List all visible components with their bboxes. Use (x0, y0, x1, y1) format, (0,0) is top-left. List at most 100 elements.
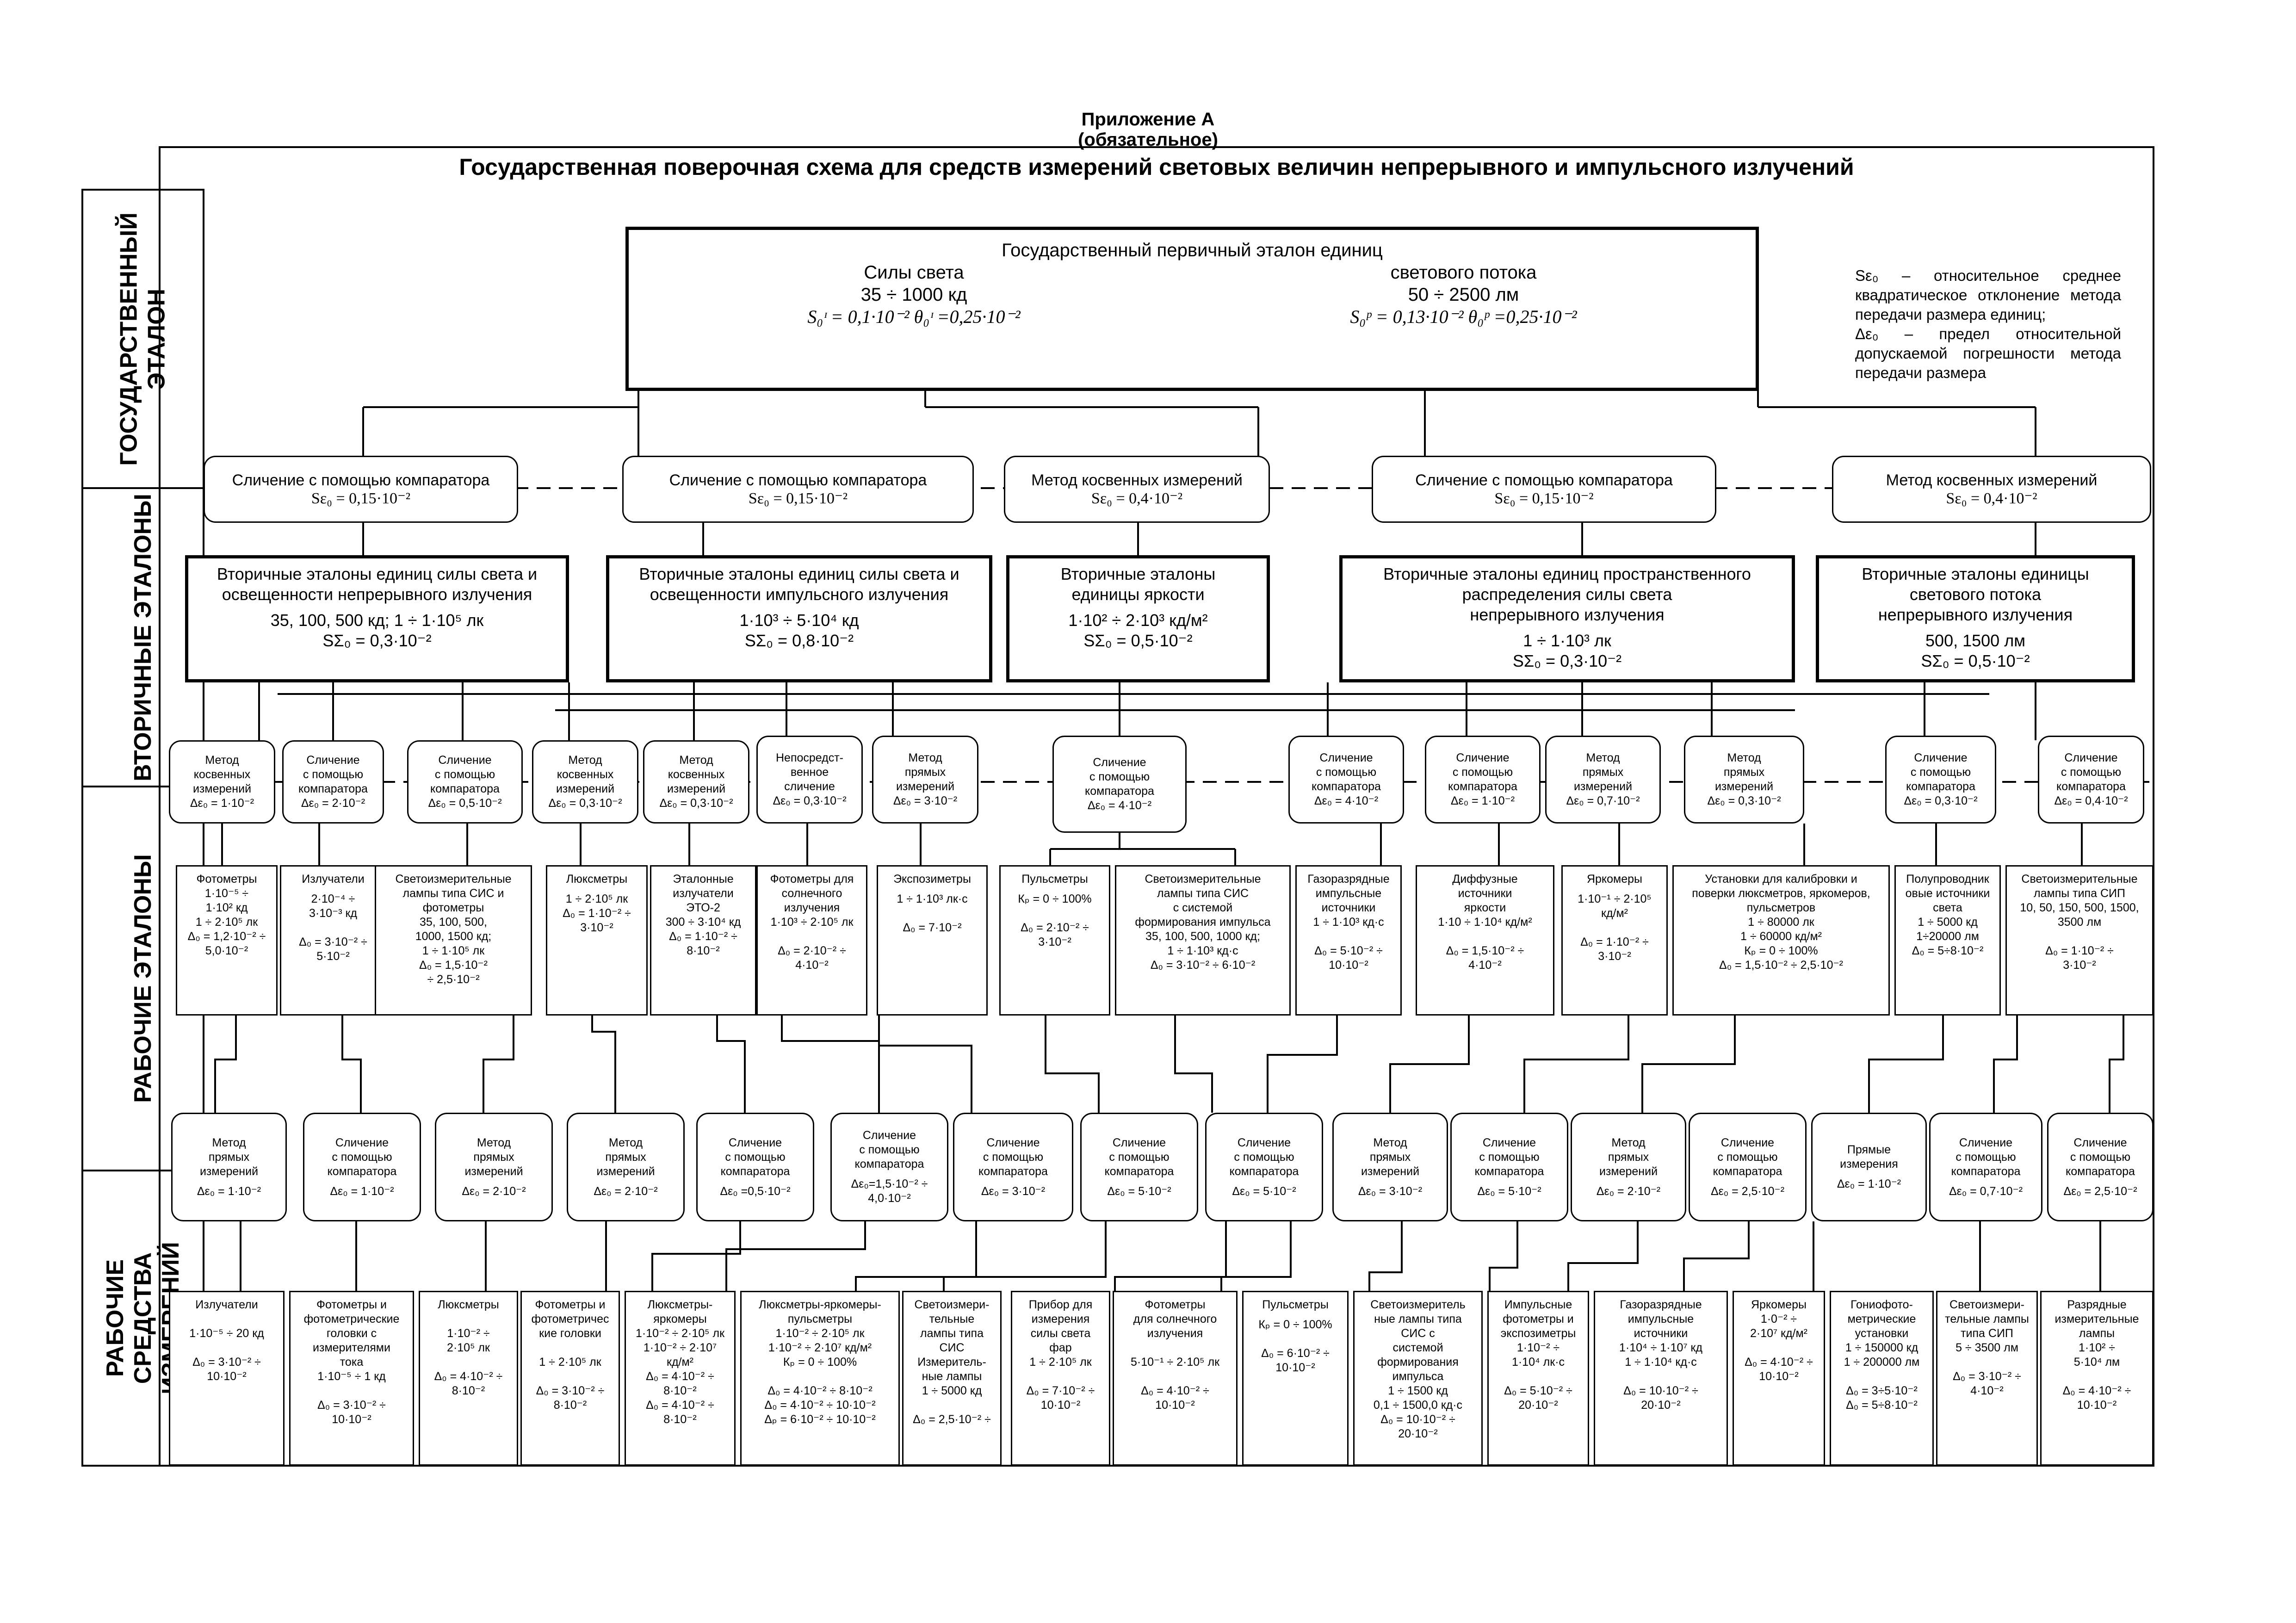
instrument-values: 1 ÷ 2·10⁵ лк Δ₀ = 3·10⁻² ÷ 8·10⁻² (536, 1356, 605, 1412)
instrument-title: Газоразрядные импульсные источники (1620, 1298, 1702, 1340)
working-values: 1 ÷ 5000 кд 1÷20000 лм Δ₀ = 5÷8·10⁻² (1912, 916, 1984, 957)
working-title: Яркомеры (1586, 873, 1643, 886)
method-sigma: Sε₀ = 0,15·10⁻² (748, 489, 848, 507)
legend-delta: Δε₀ – предел относительной допускаемой п… (1855, 325, 2121, 381)
method-text: Сличение с помощью компаратора (1229, 1136, 1299, 1178)
instrument-title: Импульсные фотометры и экспозиметры (1500, 1298, 1576, 1340)
working-title: Пульсметры (1021, 873, 1088, 886)
instrument-values: 1 ÷ 2·10⁵ лк Δ₀ = 7·10⁻² ÷ 10·10⁻² (1026, 1356, 1095, 1412)
primary-right-sigma: S₀ᵖ = 0,13·10⁻² θ₀ᵖ =0,25·10⁻² (1350, 306, 1577, 327)
method-delta: Δε₀ = 2,5·10⁻² (2063, 1184, 2137, 1198)
method-text: Метод косвенных измерений (667, 754, 726, 795)
instrument-title: Прибор для измерения силы света фар (1028, 1298, 1093, 1354)
legend-sigma: Sε₀ – относительное среднее квадратическ… (1855, 267, 2121, 323)
primary-left-sigma: S₀ᶦ = 0,1·10⁻² θ₀ᶦ =0,25·10⁻² (807, 306, 1021, 327)
working-title: Светоизмерительные лампы типа СИС с сист… (1135, 873, 1271, 929)
method-text: Сличение с помощью компаратора (1713, 1136, 1782, 1178)
method-text: Сличение с помощью компаратора (2056, 751, 2126, 793)
instrument-title: Фотометры и фотометрические головки с из… (303, 1298, 400, 1369)
page-title: Государственная поверочная схема для сре… (459, 154, 1854, 180)
method-delta: Δε₀ = 3·10⁻² (1358, 1184, 1423, 1198)
working-values: 1 ÷ 2·10⁵ лк Δ₀ = 1·10⁻² ÷ 3·10⁻² (563, 892, 631, 934)
method-text: Сличение с помощью компаратора (1474, 1136, 1544, 1178)
method-text: Сличение с помощью компаратора (1415, 471, 1673, 489)
method-delta: Δε₀ = 2·10⁻² (1596, 1184, 1661, 1198)
working-title: Светоизмерительные лампы типа СИП 10, 50… (2020, 873, 2139, 929)
instrument-title: Люксметры-яркомеры- пульсметры (759, 1298, 881, 1326)
method-text: Метод прямых измерений (1714, 751, 1774, 793)
method-delta: Δε₀=1,5·10⁻² ÷ 4,0·10⁻² (851, 1177, 928, 1205)
instrument-title: Разрядные измерительные лампы (2055, 1298, 2139, 1340)
instrument-title: Яркомеры (1751, 1298, 1807, 1311)
instrument-title: Фотометры для солнечного излучения (1133, 1298, 1217, 1340)
method-text: Метод прямых измерений (596, 1136, 655, 1178)
appendix-status: (обязательное) (1078, 130, 1218, 150)
working-title: Полупроводник овые источники света (1905, 873, 1990, 914)
method-text: Сличение с помощью компаратора (854, 1129, 924, 1171)
method-text: Метод косвенных измерений (1031, 471, 1243, 489)
secondary-title: Вторичные эталоны единицы светового пото… (1862, 564, 2089, 624)
instrument-values: 1 ÷ 5000 кд Δ₀ = 2,5·10⁻² ÷ (913, 1384, 991, 1426)
method-text: Сличение с помощью компаратора (298, 754, 368, 795)
working-values: 35, 100, 500, 1000, 1500 кд; 1 ÷ 1·10⁵ л… (415, 916, 492, 986)
method-text: Сличение с помощью компаратора (1085, 756, 1154, 798)
method-delta: Δε₀ = 1·10⁻² (1837, 1177, 1901, 1190)
method-text: Сличение с помощью компаратора (978, 1136, 1048, 1178)
working-values: 1·10⁻¹ ÷ 2·10⁵ кд/м² Δ₀ = 1·10⁻² ÷ 3·10⁻… (1578, 892, 1652, 963)
instrument-title: Светоизмеритель ные лампы типа СИС с сис… (1370, 1298, 1466, 1383)
method-delta: Δε₀ = 5·10⁻² (1477, 1184, 1541, 1198)
method-delta: Δε₀ = 0,3·10⁻² (1707, 794, 1781, 807)
method-delta: Δε₀ = 5·10⁻² (1232, 1184, 1296, 1198)
method-text: Сличение с помощью компаратора (232, 471, 490, 489)
primary-right-name: светового потока (1390, 262, 1537, 283)
working-standard-12: Яркомеры 1·10⁻¹ ÷ 2·10⁵ кд/м² Δ₀ = 1·10⁻²… (1561, 865, 1668, 1016)
working-standard-15: Светоизмерительные лампы типа СИП 10, 50… (2005, 865, 2154, 1016)
primary-standard-title: Государственный первичный эталон единиц (1002, 240, 1383, 260)
method-text: Сличение с помощью компаратора (2066, 1136, 2135, 1178)
method-text: Сличение с помощью компаратора (669, 471, 927, 489)
method-delta: Δε₀ = 2·10⁻² (462, 1184, 526, 1198)
working-values: 1 ÷ 1·10³ лк·с Δ₀ = 7·10⁻² (897, 892, 968, 934)
working-standard-3: Светоизмерительные лампы типа СИС и фото… (375, 865, 532, 1016)
secondary-values: 1 ÷ 1·10³ лк SΣ₀ = 0,3·10⁻² (1512, 631, 1622, 670)
secondary-standard-5: Вторичные эталоны единицы светового пото… (1816, 555, 2135, 682)
instrument-values: 1·0⁻² ÷ 2·10⁷ кд/м² Δ₀ = 4·10⁻² ÷ 10·10⁻… (1745, 1313, 1813, 1383)
method-delta: Δε₀ = 0,7·10⁻² (1949, 1184, 2023, 1198)
level-label-text: РАБОЧИЕ ЭТАЛОНЫ (130, 854, 157, 1103)
method-delta: Δε₀ = 0,7·10⁻² (1566, 794, 1640, 807)
working-values: 1·10⁻⁵ ÷ 1·10² кд 1 ÷ 2·10⁵ лк Δ₀ = 1,2·… (187, 887, 266, 957)
method-delta: Δε₀ = 3·10⁻² (893, 794, 958, 807)
instrument-4: Фотометры и фотометричес кие головки 1 ÷… (520, 1291, 620, 1466)
secondary-standard-1: Вторичные эталоны единиц силы света и ос… (185, 555, 569, 682)
instrument-values: 1 ÷ 150000 кд 1 ÷ 200000 лм Δ₀ = 3÷5·10⁻… (1844, 1341, 1920, 1412)
working-values: Δ₀ = 1·10⁻² ÷ 3·10⁻² (2045, 944, 2114, 972)
appendix-label: Приложение А (1081, 109, 1215, 130)
method-delta: Δε₀ = 1·10⁻² (197, 1184, 261, 1198)
method-text: Сличение с помощью компаратора (1312, 751, 1381, 793)
primary-left-name: Силы света (864, 262, 964, 283)
instrument-values: 5 ÷ 3500 лм Δ₀ = 3·10⁻² ÷ 4·10⁻² (1953, 1341, 2021, 1397)
